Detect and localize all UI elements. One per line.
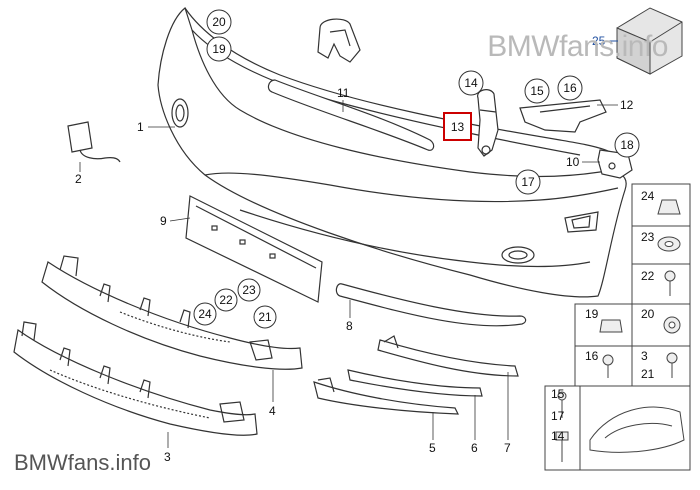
hardware-labels: 24 23 22 19 20 16 3 21 15 17 14 bbox=[551, 189, 655, 443]
callout-22: 22 bbox=[219, 293, 233, 307]
panel-label-23: 23 bbox=[641, 230, 655, 244]
callout-16: 16 bbox=[563, 81, 577, 95]
callout-3: 3 bbox=[164, 450, 171, 464]
panel-label-15: 15 bbox=[551, 387, 565, 401]
watermark-top: BMWfans.info bbox=[487, 30, 668, 63]
callout-6: 6 bbox=[471, 441, 478, 455]
callout-13-highlight: 13 bbox=[443, 112, 472, 141]
part-13-bracket bbox=[477, 89, 499, 157]
panel-label-19: 19 bbox=[585, 307, 599, 321]
part-7-duct bbox=[377, 335, 519, 377]
panel-label-3: 3 bbox=[641, 349, 648, 363]
hardware-panel bbox=[544, 183, 691, 471]
callout-14: 14 bbox=[464, 76, 478, 90]
callout-18: 18 bbox=[620, 138, 634, 152]
callout-23: 23 bbox=[242, 283, 256, 297]
part-4-grille bbox=[41, 255, 303, 370]
callout-7: 7 bbox=[504, 441, 511, 455]
callout-8: 8 bbox=[346, 319, 353, 333]
panel-label-14: 14 bbox=[551, 429, 565, 443]
panel-label-21: 21 bbox=[641, 367, 655, 381]
callout-25: 25 bbox=[592, 34, 606, 48]
leader-lines bbox=[79, 100, 618, 448]
callout-21: 21 bbox=[258, 310, 272, 324]
part-2-tow-cover bbox=[67, 121, 121, 163]
panel-label-16: 16 bbox=[585, 349, 599, 363]
callout-1: 1 bbox=[137, 120, 144, 134]
callouts: 1 2 3 4 5 6 7 8 9 10 11 12 bbox=[75, 86, 634, 464]
circled-callouts bbox=[193, 9, 640, 329]
callout-5: 5 bbox=[429, 441, 436, 455]
callout-13: 13 bbox=[451, 120, 465, 134]
callout-15: 15 bbox=[530, 84, 544, 98]
part-3-grille bbox=[13, 321, 258, 436]
part-5-duct bbox=[313, 377, 459, 415]
callout-4: 4 bbox=[269, 404, 276, 418]
panel-label-17: 17 bbox=[551, 409, 565, 423]
panel-label-24: 24 bbox=[641, 189, 655, 203]
callout-12: 12 bbox=[620, 98, 634, 112]
watermark-bottom: BMWfans.info bbox=[14, 450, 151, 475]
part-25-box: 25 bbox=[592, 7, 683, 75]
panel-label-20: 20 bbox=[641, 307, 655, 321]
callout-20: 20 bbox=[212, 15, 226, 29]
callout-17: 17 bbox=[521, 175, 535, 189]
callout-2: 2 bbox=[75, 172, 82, 186]
clip-detail bbox=[317, 18, 361, 63]
part-12-bracket bbox=[519, 99, 607, 133]
callout-11: 11 bbox=[337, 86, 350, 100]
callout-10: 10 bbox=[566, 155, 580, 169]
callout-24: 24 bbox=[198, 307, 212, 321]
part-8-trim-strip bbox=[335, 283, 527, 327]
bumper-cover bbox=[157, 6, 629, 298]
part-9-plate-base bbox=[185, 195, 323, 303]
callout-9: 9 bbox=[160, 214, 167, 228]
part-6-duct bbox=[347, 369, 483, 397]
panel-label-22: 22 bbox=[641, 269, 655, 283]
callout-19: 19 bbox=[212, 42, 226, 56]
circled-labels: 20 19 14 15 16 18 17 24 22 23 21 bbox=[198, 15, 634, 324]
part-11-trim-strip bbox=[267, 79, 435, 151]
